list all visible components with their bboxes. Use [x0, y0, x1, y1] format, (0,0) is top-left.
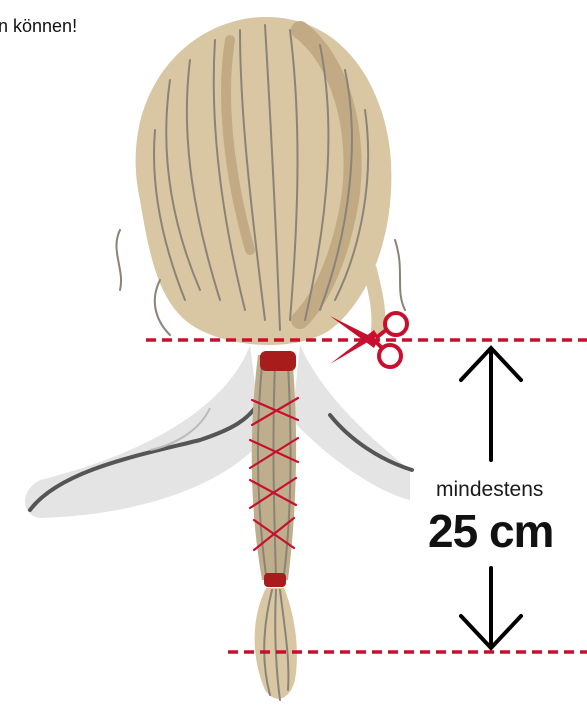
bottom-hair-tie: [264, 573, 286, 587]
ponytail: [250, 351, 298, 700]
arrow-up-icon: [461, 348, 521, 460]
arrow-down-icon: [461, 568, 521, 648]
top-hair-tie: [260, 351, 296, 371]
measurement-label: mindestens: [436, 478, 576, 502]
measurement-value: 25 cm: [428, 504, 578, 558]
head-hair: [116, 17, 405, 345]
shoulders: [25, 345, 412, 518]
